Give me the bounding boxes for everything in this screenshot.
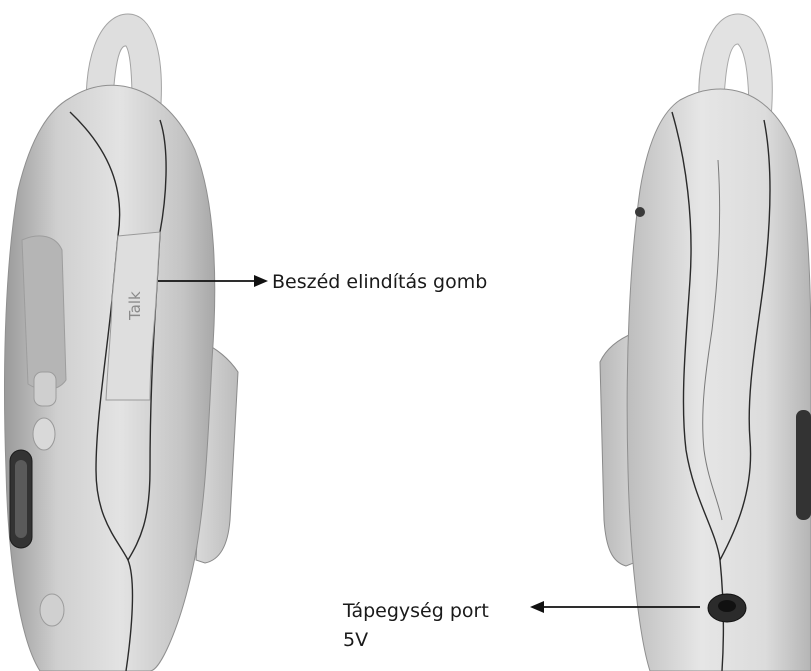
talk-button-label: Talk (126, 291, 144, 321)
power-callout-arrowhead (530, 601, 544, 613)
left-side-button-upper (34, 372, 56, 406)
right-side-dial (796, 410, 811, 520)
left-side-button-round (33, 418, 55, 450)
left-bottom-button (40, 594, 64, 626)
power-port-voltage-label: 5V (343, 626, 368, 654)
left-side-dial-inner (15, 460, 27, 538)
right-side-screw (635, 207, 645, 217)
power-port-callout-label: Tápegység port (343, 597, 489, 625)
left-side-cavity (22, 236, 66, 390)
power-port-socket (718, 600, 736, 612)
talk-callout-arrowhead (254, 275, 268, 287)
right-device (530, 14, 811, 671)
talk-button-callout-label: Beszéd elindítás gomb (272, 268, 487, 296)
left-device: Talk (5, 14, 269, 671)
